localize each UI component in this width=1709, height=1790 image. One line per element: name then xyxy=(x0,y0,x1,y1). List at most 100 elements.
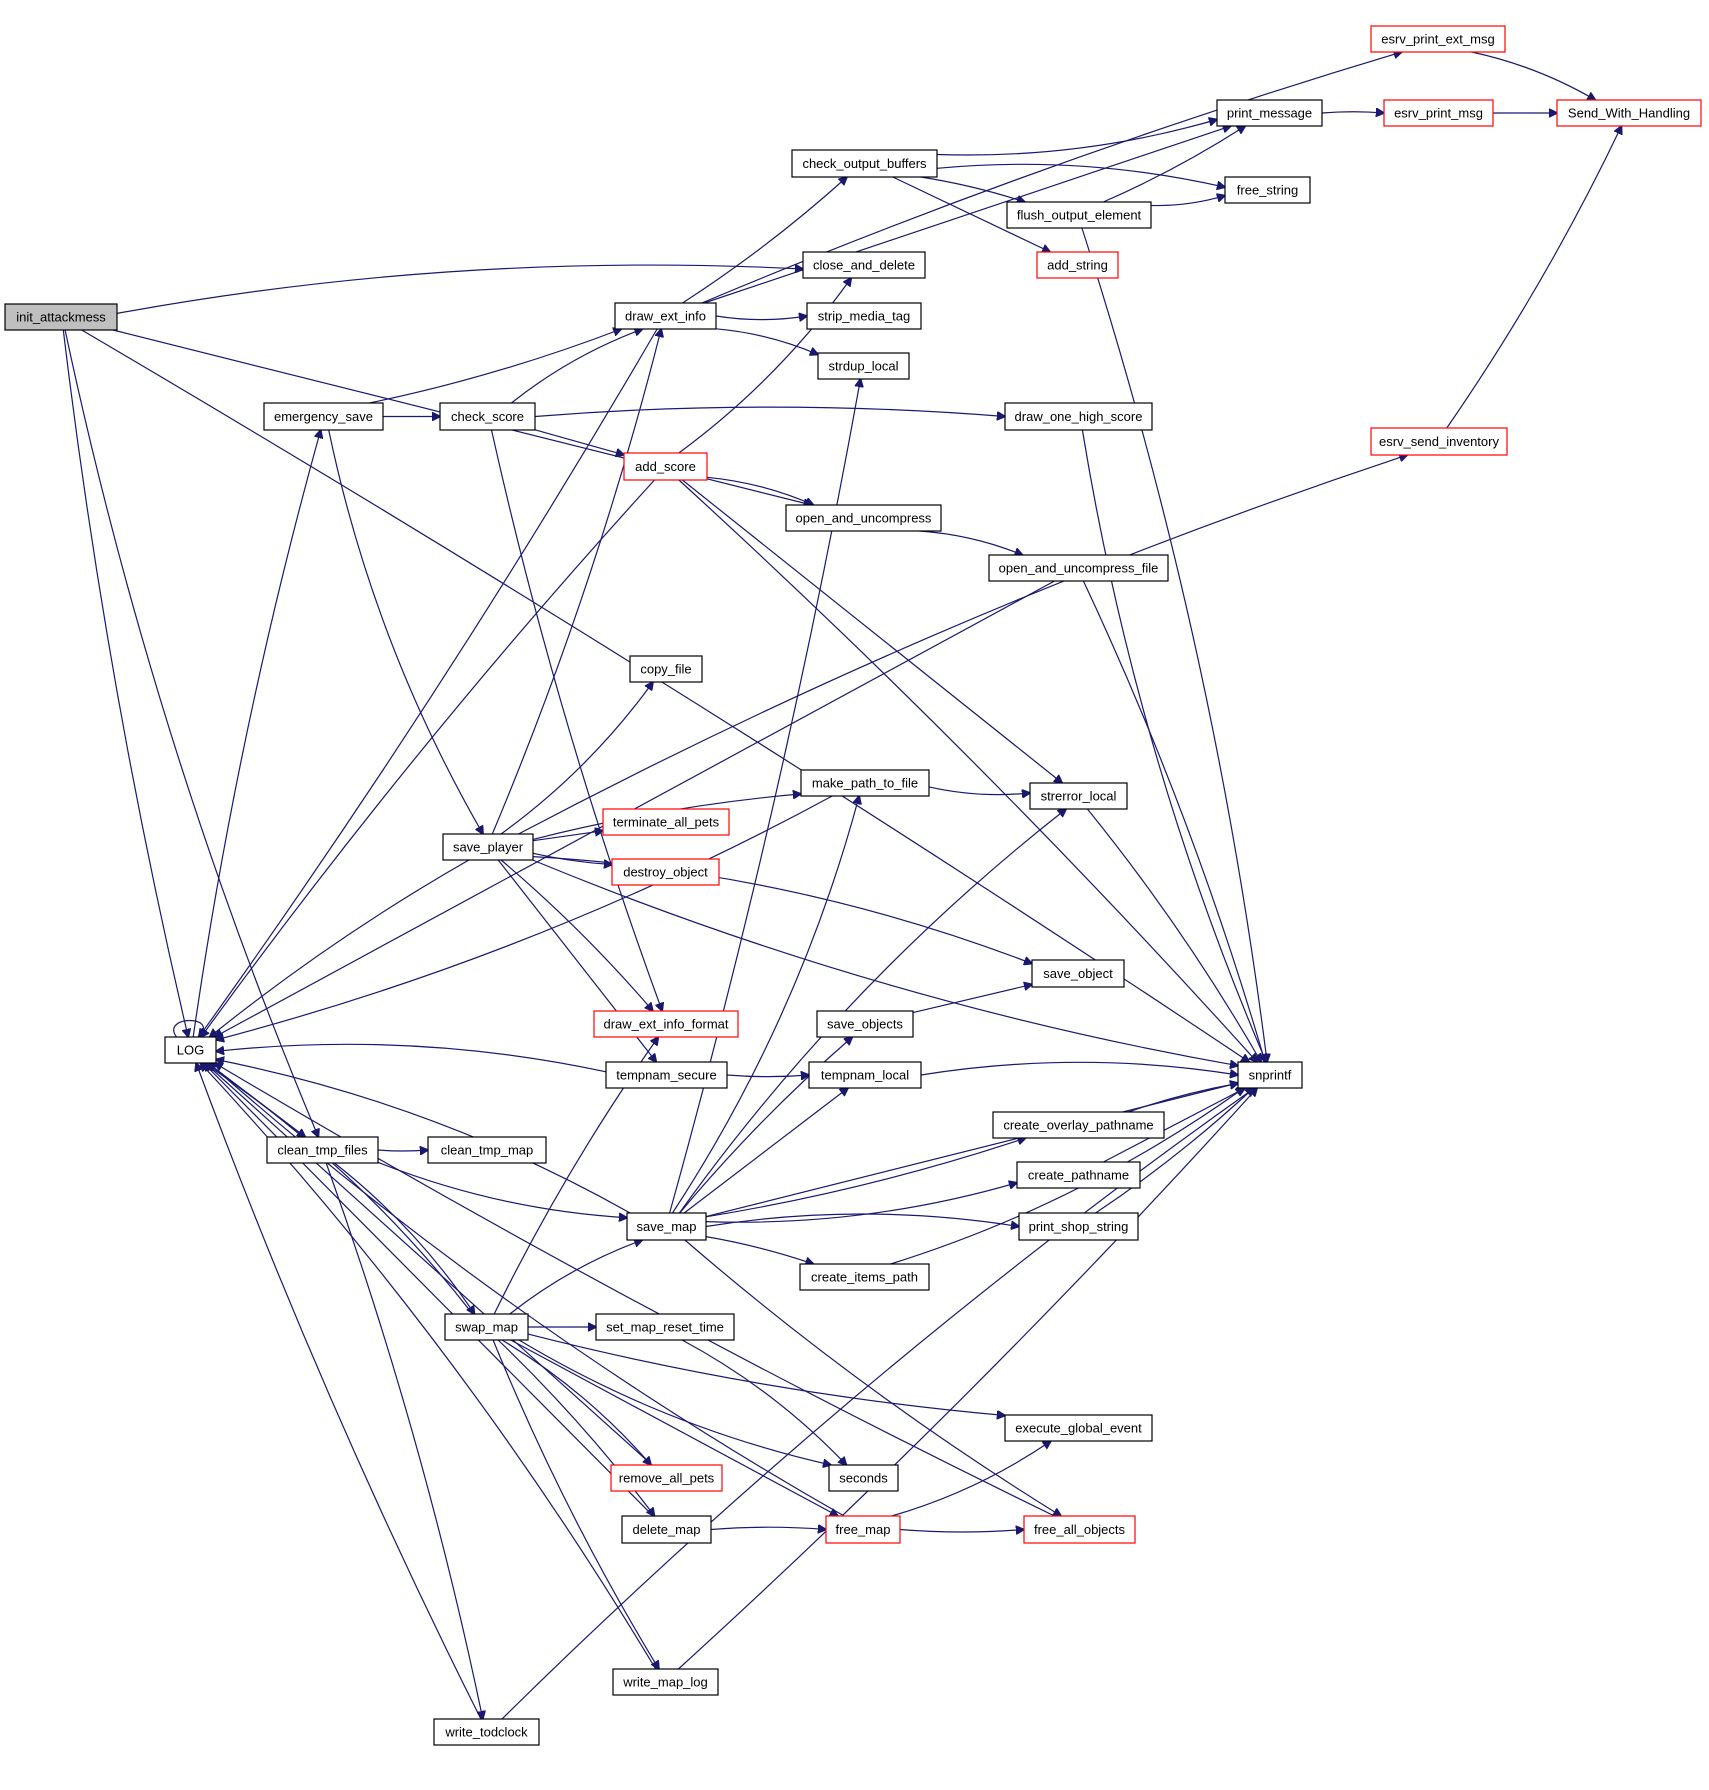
node-save-objects[interactable]: save_objects xyxy=(816,1010,914,1038)
node-box[interactable] xyxy=(800,769,930,797)
node-box[interactable] xyxy=(1004,402,1153,431)
node-box[interactable] xyxy=(808,1061,922,1089)
node-free-all-objects[interactable]: free_all_objects xyxy=(1023,1515,1136,1544)
node-box[interactable] xyxy=(611,858,720,886)
node-create-pathname[interactable]: create_pathname xyxy=(1016,1161,1141,1189)
node-box[interactable] xyxy=(817,352,910,380)
node-box[interactable] xyxy=(785,504,942,532)
node-box[interactable] xyxy=(802,251,926,279)
node-clean-tmp-files[interactable]: clean_tmp_files xyxy=(266,1136,379,1164)
node-box[interactable] xyxy=(988,554,1169,582)
node-init-attackmess[interactable]: init_attackmess xyxy=(4,303,118,331)
node-box[interactable] xyxy=(593,1010,739,1038)
node-box[interactable] xyxy=(806,302,922,330)
node-check-score[interactable]: check_score xyxy=(439,402,536,431)
node-make-path-to-file[interactable]: make_path_to_file xyxy=(800,769,930,797)
node-flush-output-element[interactable]: flush_output_element xyxy=(1006,201,1152,229)
node-box[interactable] xyxy=(623,452,708,481)
node-box[interactable] xyxy=(629,655,703,683)
node-tempnam-secure[interactable]: tempnam_secure xyxy=(605,1061,728,1089)
node-swap-map[interactable]: swap_map xyxy=(444,1313,529,1341)
node-box[interactable] xyxy=(621,1515,712,1544)
node-open-and-uncompress[interactable]: open_and_uncompress xyxy=(785,504,942,532)
node-box[interactable] xyxy=(1036,251,1119,279)
node-save-player[interactable]: save_player xyxy=(442,833,534,861)
node-free-map[interactable]: free_map xyxy=(825,1515,901,1544)
node-close-and-delete[interactable]: close_and_delete xyxy=(802,251,926,279)
node-box[interactable] xyxy=(266,1136,379,1164)
node-snprintf[interactable]: snprintf xyxy=(1237,1061,1303,1089)
node-box[interactable] xyxy=(1383,99,1494,127)
node-box[interactable] xyxy=(791,149,938,178)
node-box[interactable] xyxy=(825,1515,901,1544)
node-destroy-object[interactable]: destroy_object xyxy=(611,858,720,886)
node-write-map-log[interactable]: write_map_log xyxy=(612,1668,719,1696)
node-box[interactable] xyxy=(610,1464,723,1492)
node-seconds[interactable]: seconds xyxy=(828,1464,899,1492)
node-send-with-handling[interactable]: Send_With_Handling xyxy=(1556,99,1702,127)
node-execute-global-event[interactable]: execute_global_event xyxy=(1004,1414,1153,1442)
node-free-string[interactable]: free_string xyxy=(1224,176,1311,204)
node-box[interactable] xyxy=(433,1718,540,1746)
node-box[interactable] xyxy=(1370,25,1506,53)
node-create-overlay-pathname[interactable]: create_overlay_pathname xyxy=(992,1111,1165,1139)
node-draw-ext-info-format[interactable]: draw_ext_info_format xyxy=(593,1010,739,1038)
node-box[interactable] xyxy=(1029,782,1128,810)
node-strip-media-tag[interactable]: strip_media_tag xyxy=(806,302,922,330)
node-emergency-save[interactable]: emergency_save xyxy=(263,402,384,431)
node-box[interactable] xyxy=(1004,1414,1153,1442)
node-copy-file[interactable]: copy_file xyxy=(629,655,703,683)
node-box[interactable] xyxy=(602,808,730,836)
node-tempnam-local[interactable]: tempnam_local xyxy=(808,1061,922,1089)
node-save-object[interactable]: save_object xyxy=(1031,959,1125,988)
node-create-items-path[interactable]: create_items_path xyxy=(799,1263,930,1291)
node-save-map[interactable]: save_map xyxy=(626,1212,707,1241)
node-draw-ext-info[interactable]: draw_ext_info xyxy=(614,302,717,330)
node-box[interactable] xyxy=(626,1212,707,1241)
node-strerror-local[interactable]: strerror_local xyxy=(1029,782,1128,810)
node-box[interactable] xyxy=(439,402,536,431)
node-box[interactable] xyxy=(1224,176,1311,204)
node-write-todclock[interactable]: write_todclock xyxy=(433,1718,540,1746)
node-draw-one-high-score[interactable]: draw_one_high_score xyxy=(1004,402,1153,431)
node-remove-all-pets[interactable]: remove_all_pets xyxy=(610,1464,723,1492)
node-box[interactable] xyxy=(164,1036,217,1064)
node-box[interactable] xyxy=(1556,99,1702,127)
node-box[interactable] xyxy=(1031,959,1125,988)
node-box[interactable] xyxy=(1023,1515,1136,1544)
node-print-shop-string[interactable]: print_shop_string xyxy=(1018,1212,1139,1241)
node-box[interactable] xyxy=(816,1010,914,1038)
node-box[interactable] xyxy=(1370,427,1508,456)
node-esrv-print-msg[interactable]: esrv_print_msg xyxy=(1383,99,1494,127)
node-box[interactable] xyxy=(605,1061,728,1089)
node-box[interactable] xyxy=(442,833,534,861)
node-box[interactable] xyxy=(1018,1212,1139,1241)
node-esrv-print-ext-msg[interactable]: esrv_print_ext_msg xyxy=(1370,25,1506,53)
node-clean-tmp-map[interactable]: clean_tmp_map xyxy=(427,1136,547,1164)
node-add-score[interactable]: add_score xyxy=(623,452,708,481)
node-open-and-uncompress-file[interactable]: open_and_uncompress_file xyxy=(988,554,1169,582)
node-box[interactable] xyxy=(828,1464,899,1492)
node-log[interactable]: LOG xyxy=(164,1036,217,1064)
node-box[interactable] xyxy=(799,1263,930,1291)
node-delete-map[interactable]: delete_map xyxy=(621,1515,712,1544)
node-add-string[interactable]: add_string xyxy=(1036,251,1119,279)
node-box[interactable] xyxy=(4,303,118,331)
node-box[interactable] xyxy=(614,302,717,330)
node-box[interactable] xyxy=(1216,99,1323,127)
node-print-message[interactable]: print_message xyxy=(1216,99,1323,127)
node-box[interactable] xyxy=(427,1136,547,1164)
node-set-map-reset-time[interactable]: set_map_reset_time xyxy=(595,1313,735,1341)
node-box[interactable] xyxy=(1016,1161,1141,1189)
node-box[interactable] xyxy=(444,1313,529,1341)
node-box[interactable] xyxy=(595,1313,735,1341)
node-check-output-buffers[interactable]: check_output_buffers xyxy=(791,149,938,178)
node-box[interactable] xyxy=(1006,201,1152,229)
node-box[interactable] xyxy=(992,1111,1165,1139)
node-box[interactable] xyxy=(612,1668,719,1696)
node-box[interactable] xyxy=(1237,1061,1303,1089)
node-box[interactable] xyxy=(263,402,384,431)
node-esrv-send-inventory[interactable]: esrv_send_inventory xyxy=(1370,427,1508,456)
node-terminate-all-pets[interactable]: terminate_all_pets xyxy=(602,808,730,836)
node-strdup-local[interactable]: strdup_local xyxy=(817,352,910,380)
